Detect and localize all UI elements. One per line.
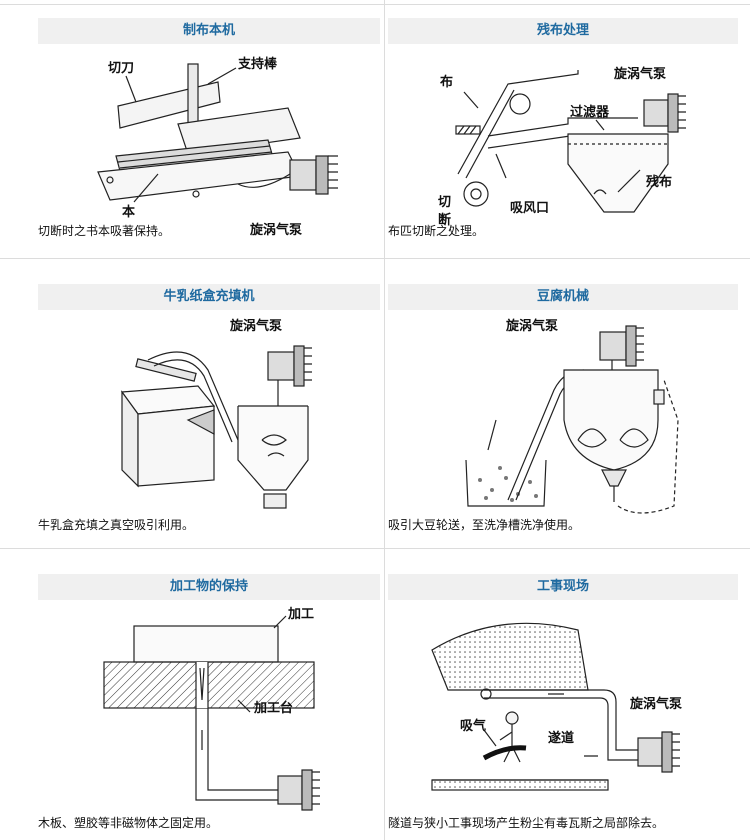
panel-caption: 隧道与狭小工事现场产生粉尘有毒瓦斯之局部除去。: [388, 816, 665, 830]
label-tunnel: 遂道: [548, 730, 574, 746]
label-scrap: 残布: [646, 174, 672, 190]
label-pump: 旋涡气泵: [249, 222, 302, 238]
panel-book-making: 制布本机 切刀 支持棒 本 旋涡气: [38, 18, 380, 248]
panel-milk-carton: 牛乳纸盒充填机 旋涡气泵 牛乳盒充填之真空吸引利用。: [38, 284, 380, 540]
panel-caption: 吸引大豆轮送，至洗净槽洗净使用。: [388, 518, 581, 532]
panel-workpiece-holding: 加工物的保持 加工 加工台 木: [38, 574, 380, 836]
label-book: 本: [122, 204, 135, 220]
panel-title: 制布本机: [38, 18, 380, 44]
panel-caption: 木板、塑胶等非磁物体之固定用。: [38, 816, 219, 830]
panel-scrap-cloth: 残布处理: [388, 18, 738, 248]
milk-carton-diagram: 旋涡气泵: [120, 318, 312, 509]
label-cloth: 布: [440, 74, 453, 90]
row-divider: [0, 258, 750, 259]
label-work-table: 加工台: [253, 700, 293, 716]
panel-caption: 切断时之书本吸著保持。: [38, 224, 171, 238]
panel-caption: 牛乳盒充填之真空吸引利用。: [38, 518, 195, 532]
label-cut-2: 断: [438, 212, 451, 228]
panel-construction-site: 工事现场 旋涡气泵 吸气: [388, 574, 738, 836]
row-divider: [0, 4, 750, 5]
label-cut-1: 切: [438, 195, 451, 210]
label-support-bar: 支持棒: [237, 56, 278, 72]
label-suction: 吸风口: [510, 201, 549, 216]
label-suction: 吸气: [460, 718, 486, 734]
column-divider: [384, 0, 385, 840]
book-machine-diagram: 切刀 支持棒 本 旋涡气泵: [97, 56, 338, 238]
panel-title: 加工物的保持: [38, 574, 380, 600]
panel-tofu-machine: 豆腐机械: [388, 284, 738, 540]
panel-title: 残布处理: [388, 18, 738, 44]
scrap-cloth-diagram: 布 旋涡气泵 过滤器 切 断 吸风口 残布: [438, 66, 686, 228]
panel-title: 豆腐机械: [388, 284, 738, 310]
panel-title: 工事现场: [388, 574, 738, 600]
label-pump: 旋涡气泵: [613, 66, 666, 82]
label-pump: 旋涡气泵: [229, 318, 282, 334]
tofu-machine-diagram: 旋涡气泵: [465, 318, 679, 514]
label-pump: 旋涡气泵: [629, 696, 682, 712]
tunnel-diagram: 旋涡气泵 吸气 遂道: [431, 622, 682, 791]
workpiece-holding-diagram: 加工 加工台: [103, 607, 320, 811]
label-filter: 过滤器: [570, 104, 610, 120]
panel-caption: 布匹切断之处理。: [388, 224, 485, 238]
panel-title: 牛乳纸盒充填机: [38, 284, 380, 310]
label-pump: 旋涡气泵: [505, 318, 558, 334]
row-divider: [0, 548, 750, 549]
label-knife: 切刀: [108, 61, 134, 76]
label-workpiece: 加工: [287, 607, 314, 622]
